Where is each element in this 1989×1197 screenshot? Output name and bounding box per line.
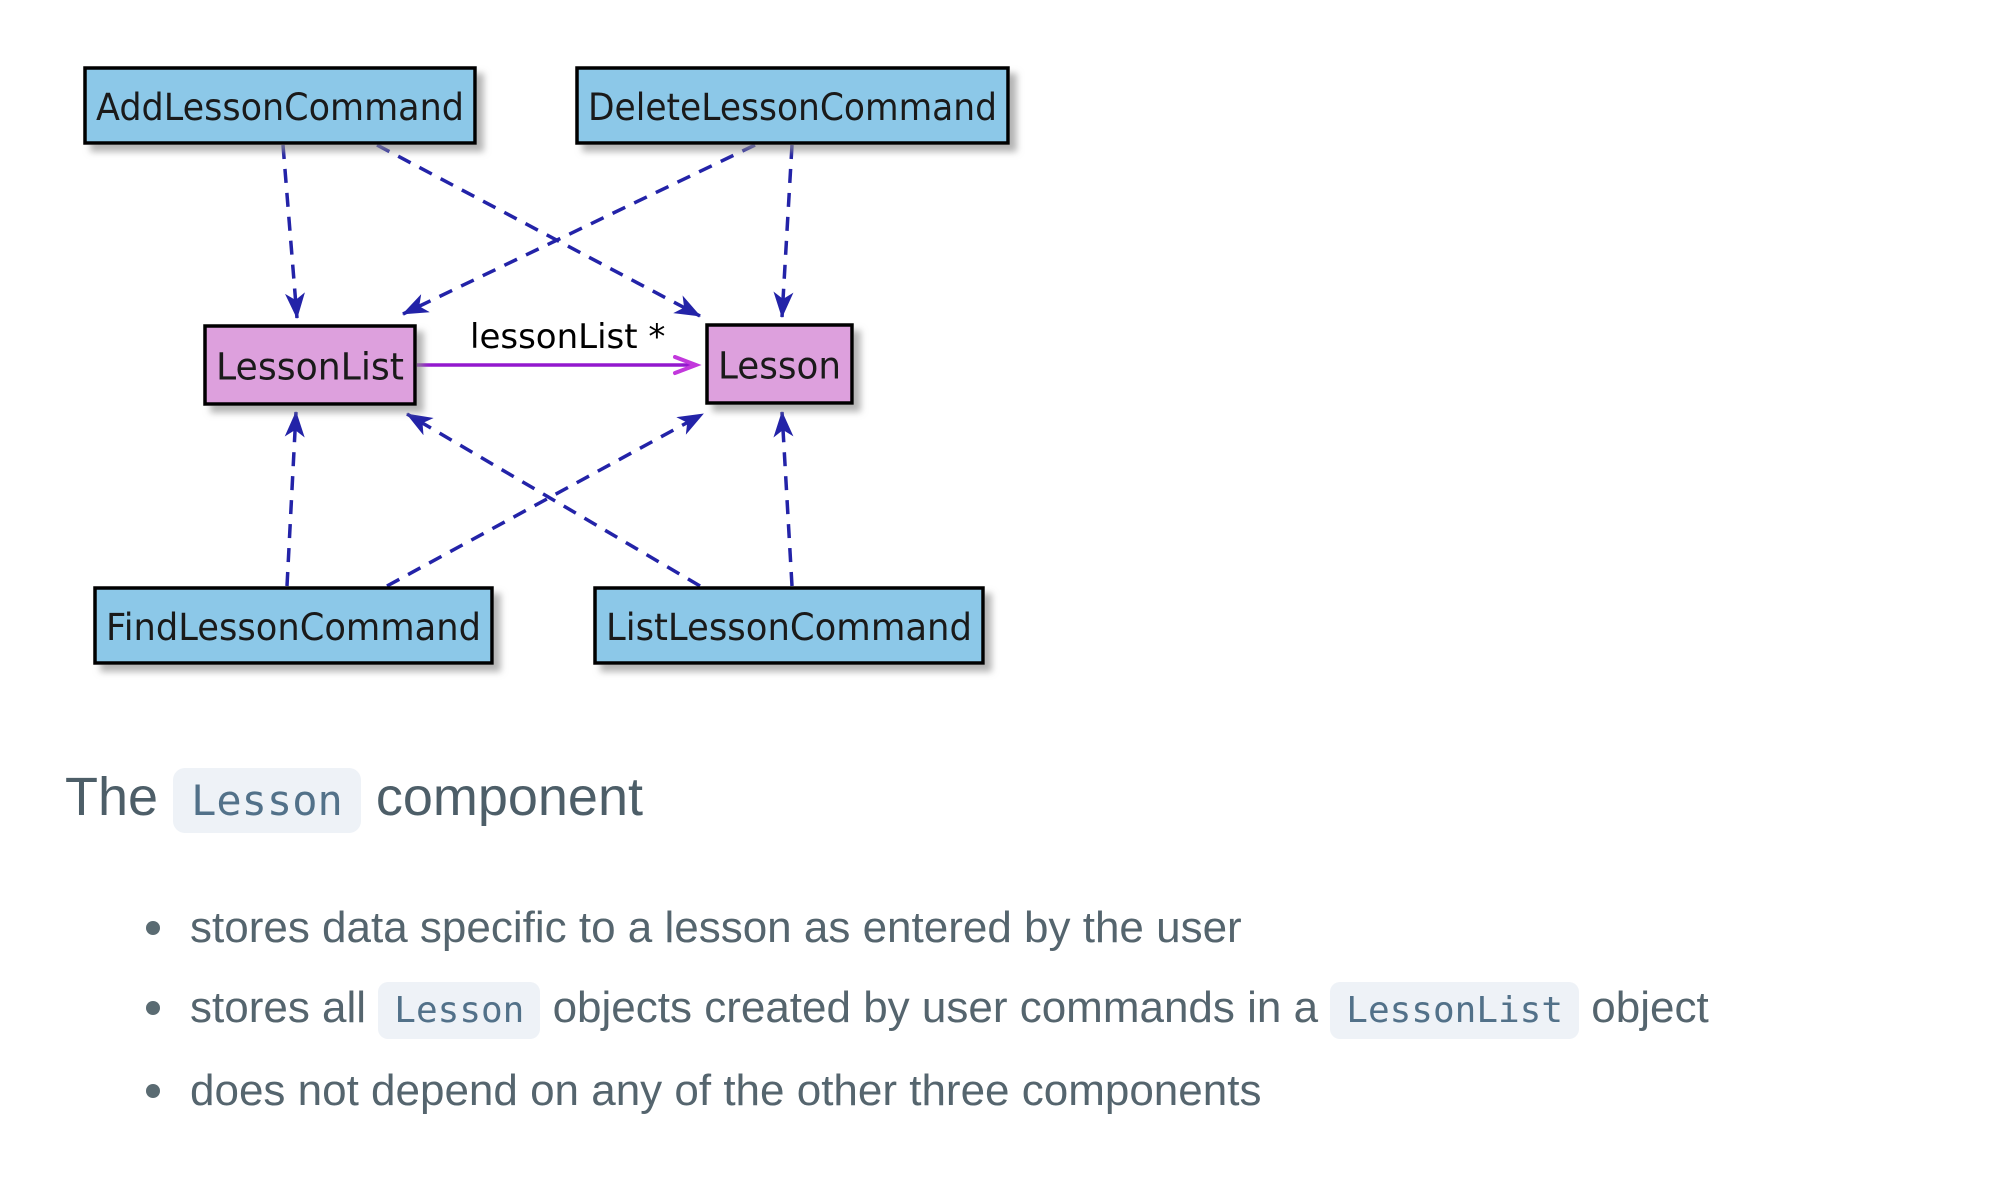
list-item: stores all Lesson objects created by use… bbox=[146, 976, 1945, 1043]
class-node-addlessoncommand: AddLessonCommand bbox=[83, 66, 477, 145]
dependency-edge-findlessoncommand-to-lessonlist bbox=[284, 411, 305, 587]
diagram-edge-labels: lessonList * bbox=[470, 317, 665, 357]
bullet-text: stores data specific to a lesson as ente… bbox=[190, 903, 1242, 952]
bullet-text: object bbox=[1579, 983, 1709, 1032]
dependency-edge-addlessoncommand-to-lessonlist bbox=[281, 144, 305, 319]
dependency-edge-findlessoncommand-to-lesson bbox=[386, 412, 704, 588]
class-node-label: DeleteLessonCommand bbox=[588, 86, 997, 129]
bullet-text: does not depend on any of the other thre… bbox=[190, 1066, 1262, 1115]
list-item: does not depend on any of the other thre… bbox=[146, 1059, 1945, 1123]
association-label: lessonList * bbox=[470, 317, 665, 357]
bullet-text: objects created by user commands in a bbox=[540, 983, 1331, 1032]
section-heading: The Lesson component bbox=[65, 758, 1945, 840]
diagram-edges bbox=[281, 143, 794, 588]
dependency-edge-deletelessoncommand-to-lesson bbox=[773, 144, 794, 318]
bullet-list: stores data specific to a lesson as ente… bbox=[65, 896, 1945, 1123]
inline-code-lesson: Lesson bbox=[173, 768, 361, 833]
class-node-label: FindLessonCommand bbox=[106, 606, 481, 649]
uml-class-diagram: AddLessonCommand DeleteLessonCommandLesso… bbox=[83, 66, 1010, 665]
dependency-edge-addlessoncommand-to-lesson bbox=[376, 143, 701, 318]
diagram-nodes: AddLessonCommand DeleteLessonCommandLesso… bbox=[83, 66, 1010, 665]
class-node-lesson: Lesson bbox=[705, 323, 854, 405]
class-node-lessonlist: LessonList bbox=[203, 324, 417, 406]
class-box-listlessoncommand bbox=[593, 586, 985, 665]
class-node-listlessoncommand: ListLessonCommand bbox=[593, 586, 985, 665]
lesson-component-section: The Lesson component stores data specifi… bbox=[65, 758, 1945, 1139]
dependency-edge-listlessoncommand-to-lesson bbox=[773, 411, 794, 587]
heading-text-prefix: The bbox=[65, 767, 159, 827]
class-box-lesson bbox=[705, 323, 854, 405]
class-node-deletelessoncommand: DeleteLessonCommand bbox=[575, 66, 1010, 145]
class-box-addlessoncommand bbox=[83, 66, 477, 145]
class-node-label: ListLessonCommand bbox=[606, 606, 972, 649]
heading-text-suffix: component bbox=[375, 767, 643, 827]
inline-code: LessonList bbox=[1330, 982, 1580, 1039]
dependency-edge-deletelessoncommand-to-lessonlist bbox=[402, 143, 756, 316]
class-box-lessonlist bbox=[203, 324, 417, 406]
class-node-label: Lesson bbox=[718, 345, 841, 388]
inline-code: Lesson bbox=[378, 982, 541, 1039]
list-item: stores data specific to a lesson as ente… bbox=[146, 896, 1945, 960]
class-node-findlessoncommand: FindLessonCommand bbox=[93, 586, 494, 665]
class-node-label: LessonList bbox=[216, 346, 404, 389]
class-box-deletelessoncommand bbox=[575, 66, 1010, 145]
bullet-text: stores all bbox=[190, 983, 379, 1032]
class-node-label: AddLessonCommand bbox=[96, 86, 464, 129]
class-box-findlessoncommand bbox=[93, 586, 494, 665]
dependency-edge-listlessoncommand-to-lessonlist bbox=[406, 412, 701, 588]
